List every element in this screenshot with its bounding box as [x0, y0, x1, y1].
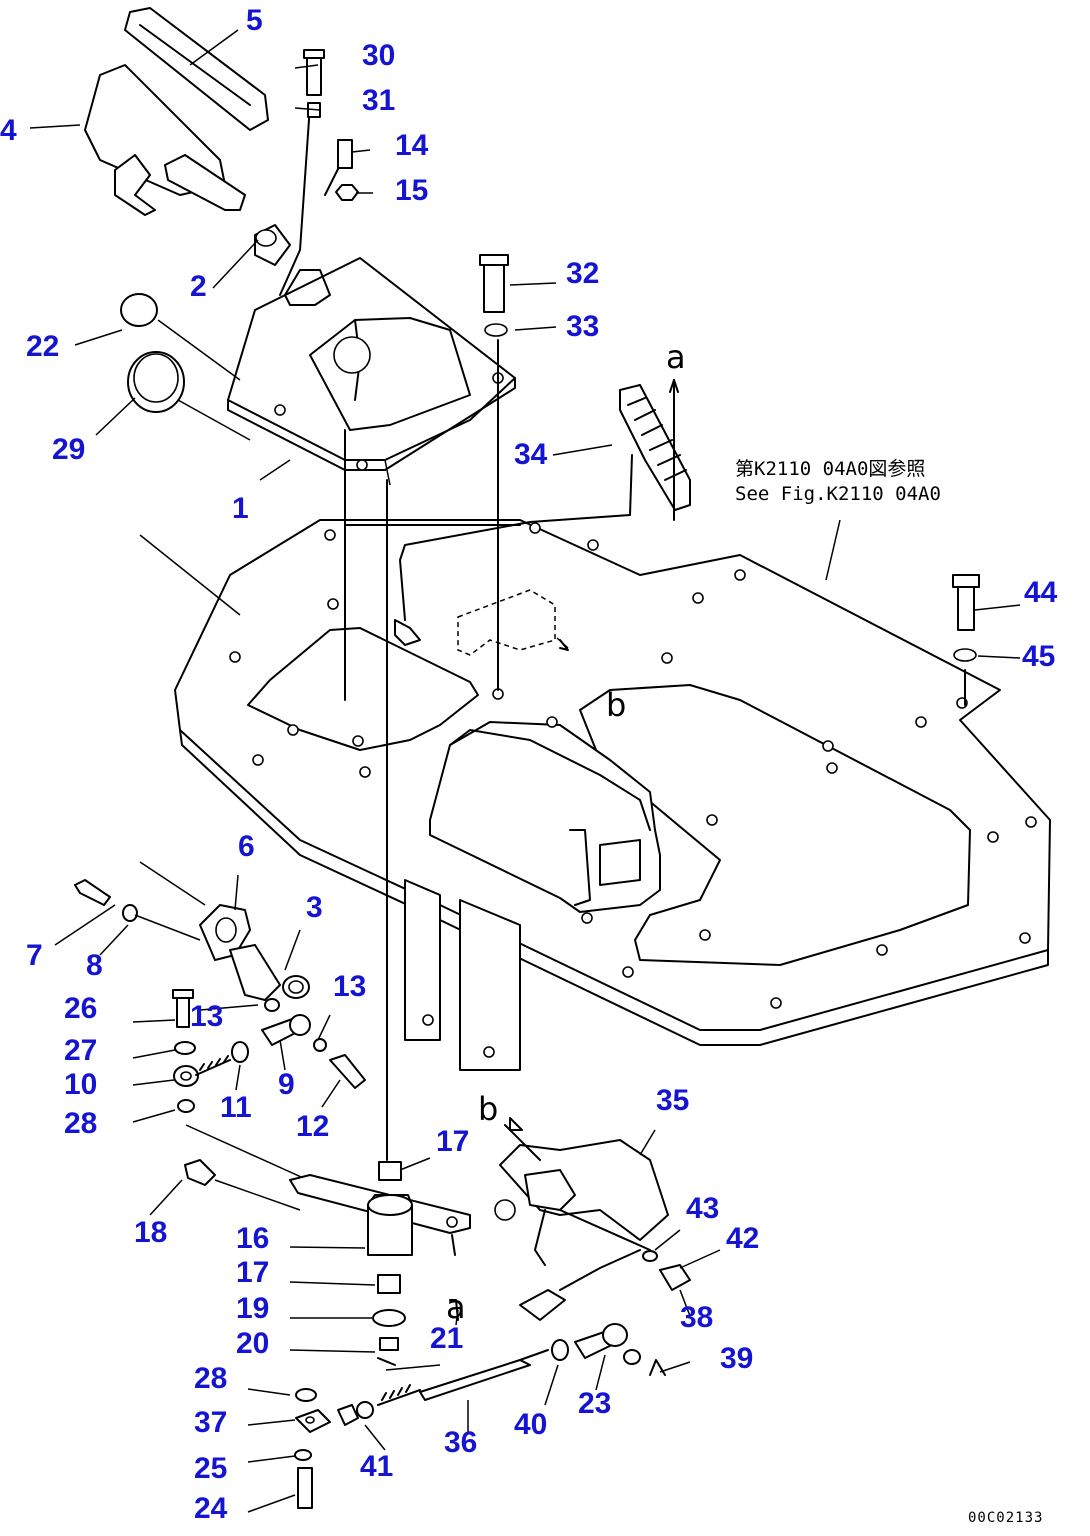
callout-34: 34 — [514, 438, 548, 471]
drawing-code: 00C02133 — [968, 1510, 1043, 1526]
callout-18: 18 — [134, 1216, 167, 1249]
callout-22: 22 — [26, 330, 59, 363]
callout-25: 25 — [194, 1452, 227, 1485]
callout-7: 7 — [26, 939, 43, 972]
callout-3: 3 — [306, 891, 323, 924]
reference-note: 第K2110 04A0図参照 See Fig.K2110 04A0 — [735, 458, 941, 505]
callout-16: 16 — [236, 1222, 269, 1255]
callout-28: 28 — [64, 1107, 97, 1140]
callout-29: 29 — [52, 433, 85, 466]
callout-41: 41 — [360, 1450, 393, 1483]
right-bracket-35 — [494, 1117, 691, 1321]
reference-note-en: See Fig.K2110 04A0 — [735, 483, 941, 505]
callout-2: 2 — [190, 270, 207, 303]
reference-note-jp: 第K2110 04A0図参照 — [735, 458, 925, 480]
callout-28: 28 — [194, 1362, 227, 1395]
callout-31: 31 — [362, 84, 395, 117]
callout-35: 35 — [656, 1084, 689, 1117]
view-letter-b: b — [606, 686, 626, 724]
callout-19: 19 — [236, 1292, 269, 1325]
view-letter-a: a — [666, 338, 686, 376]
center-lever — [184, 1159, 471, 1351]
callout-24: 24 — [194, 1492, 228, 1525]
floor-plate — [174, 519, 1051, 1071]
callout-21: 21 — [430, 1322, 463, 1355]
callout-15: 15 — [395, 174, 428, 207]
callout-32: 32 — [566, 257, 599, 290]
callout-5: 5 — [246, 4, 263, 37]
lever-housing — [227, 257, 516, 486]
callout-13: 13 — [333, 970, 366, 1003]
callout-13: 13 — [190, 1000, 223, 1033]
callout-45: 45 — [1022, 640, 1055, 673]
callout-17: 17 — [436, 1125, 469, 1158]
callout-11: 11 — [220, 1091, 252, 1124]
callout-40: 40 — [514, 1408, 547, 1441]
callout-27: 27 — [64, 1034, 97, 1067]
callout-30: 30 — [362, 39, 395, 72]
callout-9: 9 — [278, 1068, 295, 1101]
callout-8: 8 — [86, 949, 103, 982]
lower-left-linkage — [74, 861, 366, 1191]
view-letters: a a b b — [446, 338, 686, 1326]
callout-39: 39 — [720, 1342, 753, 1375]
callout-44: 44 — [1024, 576, 1058, 609]
callout-12: 12 — [296, 1110, 329, 1143]
callout-20: 20 — [236, 1327, 269, 1360]
view-letter-a: a — [446, 1288, 466, 1326]
callout-leaders — [29, 29, 1021, 1513]
bottom-rod — [294, 1323, 666, 1509]
callout-1: 1 — [232, 492, 249, 525]
top-hardware — [120, 49, 509, 413]
callout-26: 26 — [64, 992, 97, 1025]
callout-37: 37 — [194, 1406, 227, 1439]
callout-43: 43 — [686, 1192, 719, 1225]
lever-knob-assembly — [84, 7, 341, 306]
callout-33: 33 — [566, 310, 599, 343]
view-letter-b: b — [478, 1090, 498, 1128]
callout-38: 38 — [680, 1301, 713, 1334]
callout-42: 42 — [726, 1222, 759, 1255]
leader-lines — [139, 319, 980, 1161]
callout-14: 14 — [395, 129, 429, 162]
callout-6: 6 — [238, 830, 255, 863]
callout-23: 23 — [578, 1387, 611, 1420]
callout-4: 4 — [0, 114, 17, 147]
boot-34 — [399, 384, 691, 621]
callout-36: 36 — [444, 1426, 477, 1459]
callout-10: 10 — [64, 1068, 97, 1101]
callout-17: 17 — [236, 1256, 269, 1289]
